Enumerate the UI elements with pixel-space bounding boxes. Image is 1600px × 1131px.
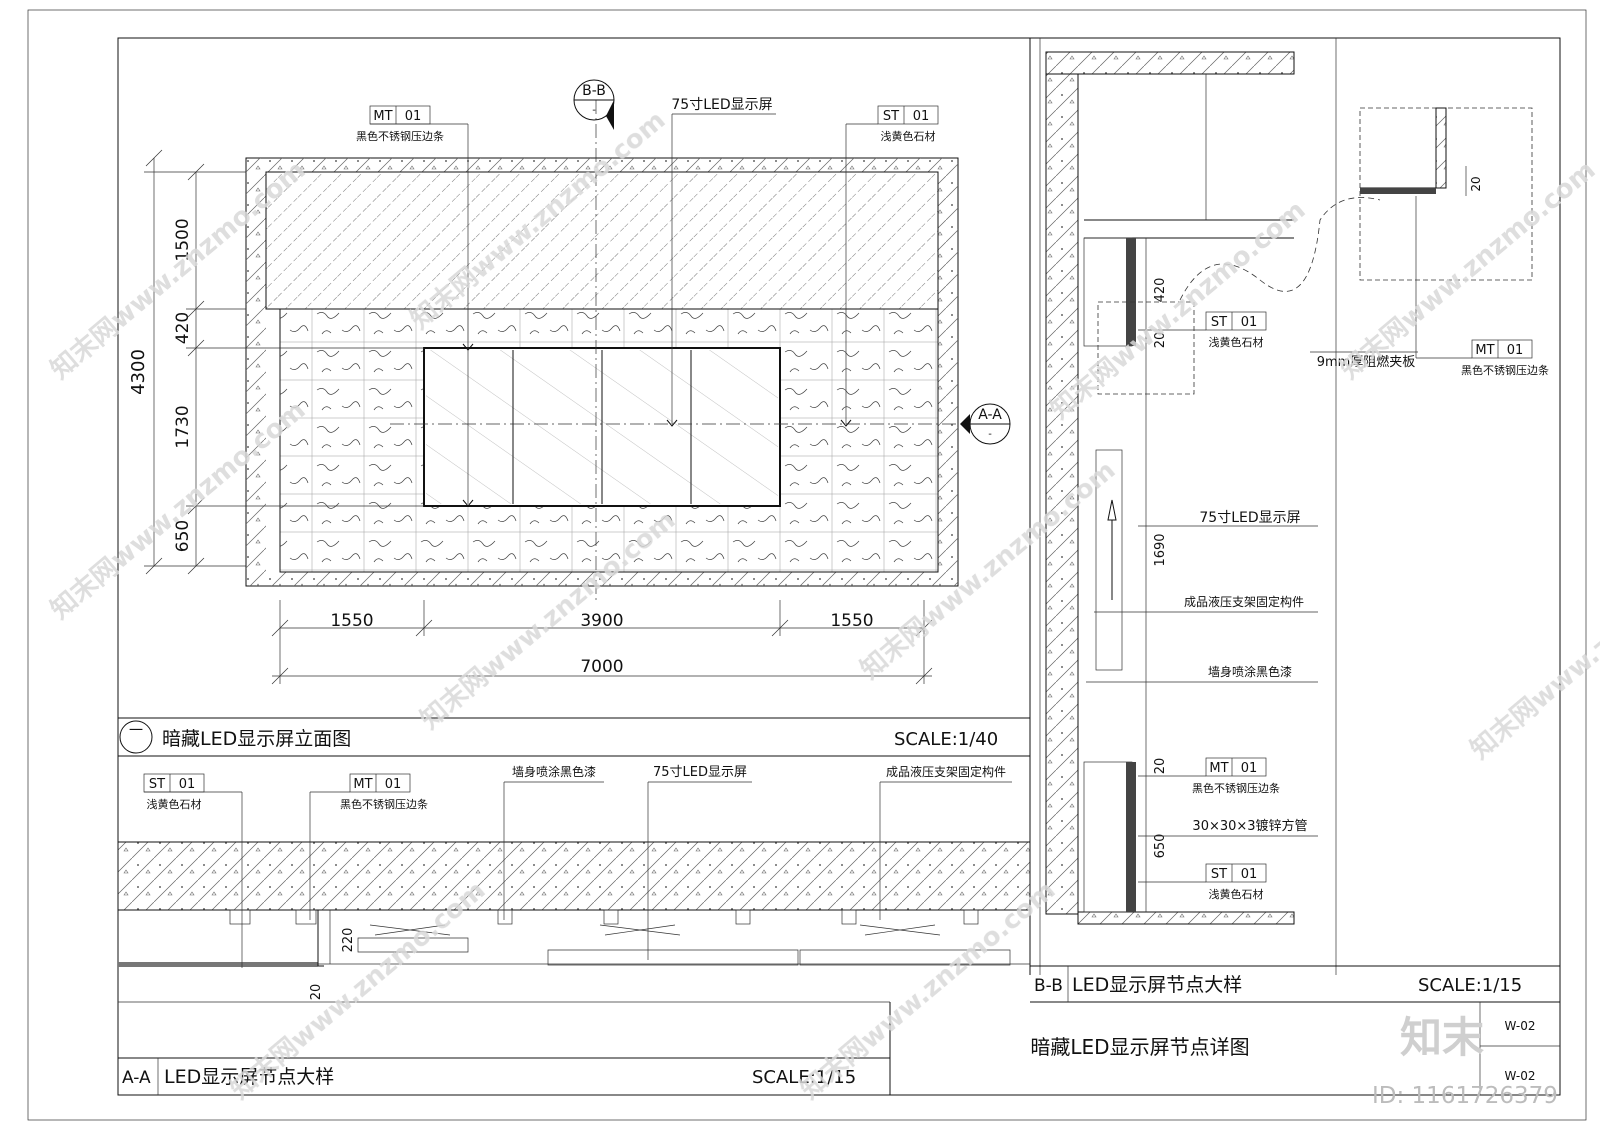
- bb-dim-650: 650: [1153, 834, 1168, 859]
- dim-1500: 1500: [173, 218, 193, 261]
- bb-title-code: B-B: [1034, 976, 1063, 996]
- dim-650: 650: [173, 520, 193, 552]
- svg-text:知末网www.znzmo.com: 知末网www.znzmo.com: [1045, 195, 1311, 425]
- elev-screen-label: 75寸LED显示屏: [671, 97, 772, 113]
- aa-dim-20: 20: [309, 984, 324, 1001]
- svg-text:01: 01: [1507, 343, 1524, 358]
- dim-total-height: 4300: [128, 349, 149, 395]
- svg-text:01: 01: [1241, 867, 1258, 882]
- bb-tag-st-top-desc: 浅黄色石材: [1209, 335, 1264, 349]
- svg-text:ST: ST: [1211, 867, 1227, 882]
- bb-tag-mt-inset-desc: 黑色不锈钢压边条: [1461, 363, 1549, 377]
- elevation-scale: SCALE:1/40: [894, 729, 998, 750]
- sheet-number-bottom: W-02: [1505, 1069, 1536, 1083]
- bb-label-paint: 墙身喷涂黑色漆: [1208, 664, 1292, 679]
- inner-border: [117, 37, 1561, 1096]
- svg-text:01: 01: [179, 777, 196, 792]
- bb-dim-20b: 20: [1153, 758, 1168, 775]
- outer-border: [27, 9, 1587, 1121]
- svg-text:01: 01: [385, 777, 402, 792]
- aa-dim-220: 220: [341, 928, 356, 953]
- sheet-title: 暗藏LED显示屏节点详图: [1030, 1035, 1249, 1059]
- dim-right: 1550: [830, 611, 873, 631]
- dim-1730: 1730: [173, 405, 193, 448]
- bb-label-board: 9mm厚阻燃夹板: [1317, 354, 1416, 370]
- svg-text:01: 01: [1241, 761, 1258, 776]
- aa-scale: SCALE:1/15: [752, 1067, 856, 1088]
- aa-label-bracket: 成品液压支架固定构件: [886, 764, 1006, 779]
- section-marker-bb: B-B: [582, 83, 606, 99]
- aa-label-screen: 75寸LED显示屏: [653, 765, 747, 780]
- dim-420: 420: [173, 312, 193, 344]
- svg-text:ST: ST: [1211, 315, 1227, 330]
- bb-title: LED显示屏节点大样: [1072, 974, 1242, 996]
- section-bb-view: 20 420 20 1690 20 650 75寸LED显示屏 成品液压支架固定…: [1045, 51, 1549, 925]
- bb-tag-mt-desc: 黑色不锈钢压边条: [1192, 781, 1280, 795]
- svg-text:MT: MT: [1209, 761, 1228, 776]
- svg-text:-: -: [988, 429, 992, 440]
- aa-tag-st-desc: 浅黄色石材: [147, 797, 202, 811]
- svg-text:知末网www.znzmo.com: 知末网www.znzmo.com: [1465, 535, 1600, 765]
- dim-left: 1550: [330, 611, 373, 631]
- aa-label-paint: 墙身喷涂黑色漆: [512, 764, 596, 779]
- bb-dim-20a: 20: [1153, 332, 1168, 349]
- bb-label-tube: 30×30×3镀锌方管: [1192, 818, 1307, 834]
- svg-text:MT: MT: [1475, 343, 1494, 358]
- watermark-logo: 知末: [1400, 1013, 1484, 1062]
- elev-tag-st-code: ST: [883, 109, 899, 124]
- bb-dim-420: 420: [1153, 278, 1168, 303]
- bb-label-screen: 75寸LED显示屏: [1199, 510, 1300, 526]
- dim-total-width: 7000: [580, 657, 623, 677]
- bb-inset-dim-20: 20: [1469, 176, 1483, 191]
- elev-tag-mt-num: 01: [405, 109, 422, 124]
- elev-tag-st-desc: 浅黄色石材: [881, 129, 936, 143]
- elev-view-circle: [119, 720, 153, 754]
- elevation-title: 暗藏LED显示屏立面图: [162, 728, 351, 750]
- bb-tag-st-bottom-desc: 浅黄色石材: [1209, 887, 1264, 901]
- aa-title: LED显示屏节点大样: [164, 1066, 334, 1088]
- svg-text:ST: ST: [149, 777, 165, 792]
- dim-middle: 3900: [580, 611, 623, 631]
- bb-scale: SCALE:1/15: [1418, 975, 1522, 996]
- section-aa-view: 220 20 ST 01 浅黄色石材 MT 01 黑色不锈钢压边条 墙身喷涂黑色…: [117, 764, 1031, 1001]
- bb-label-bracket: 成品液压支架固定构件: [1184, 594, 1304, 609]
- svg-text:MT: MT: [353, 777, 372, 792]
- elevation-view: 4300 1500 420 1730 650 1550 3900 1550 70…: [128, 79, 1011, 685]
- watermark-id: ID: 1161726379: [1372, 1083, 1558, 1109]
- elev-tag-mt-code: MT: [373, 109, 392, 124]
- svg-text:-: -: [592, 105, 596, 116]
- elev-tag-mt-desc: 黑色不锈钢压边条: [356, 129, 444, 143]
- aa-tag-mt-desc: 黑色不锈钢压边条: [340, 797, 428, 811]
- elev-tag-st-num: 01: [913, 109, 930, 124]
- sheet-number-top: W-02: [1505, 1019, 1536, 1033]
- bb-dim-1690: 1690: [1153, 533, 1168, 566]
- aa-title-code: A-A: [122, 1068, 151, 1088]
- section-marker-aa: A-A: [978, 407, 1002, 423]
- svg-text:01: 01: [1241, 315, 1258, 330]
- elev-view-no: 一: [129, 723, 143, 739]
